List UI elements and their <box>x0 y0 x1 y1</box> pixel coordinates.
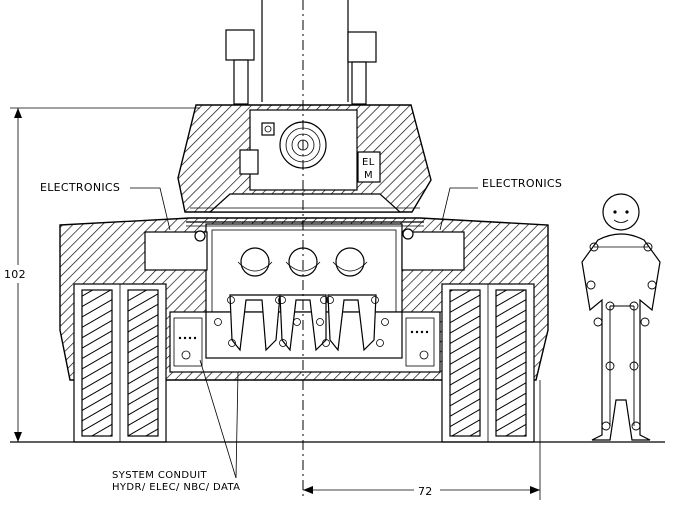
system-conduit-panels <box>173 317 435 367</box>
electronics-label-right: ELECTRONICS <box>482 177 562 190</box>
height-dimension-label: 102 <box>4 268 26 281</box>
turret: EL M <box>177 104 432 213</box>
height-dimension: 102 <box>2 107 200 442</box>
track-left <box>73 283 167 443</box>
crew-figure <box>322 247 389 352</box>
system-conduit-types-label: HYDR/ ELEC/ NBC/ DATA <box>112 482 240 493</box>
antenna-masts <box>225 0 377 105</box>
electronics-box-right <box>401 231 465 271</box>
elm-label-line1: EL <box>362 157 375 168</box>
human-scale-figure <box>581 193 661 441</box>
crew-figures <box>214 247 389 352</box>
track-right <box>441 283 535 443</box>
width-dimension: 72 <box>303 380 541 500</box>
elm-box <box>357 151 381 183</box>
elm-label-line2: M <box>364 170 373 181</box>
electronics-label-left: ELECTRONICS <box>40 181 120 194</box>
crew-figure <box>214 247 289 352</box>
width-dimension-label: 72 <box>418 485 433 498</box>
leader-lines <box>130 187 478 479</box>
system-conduit-label: SYSTEM CONDUIT <box>112 470 208 481</box>
